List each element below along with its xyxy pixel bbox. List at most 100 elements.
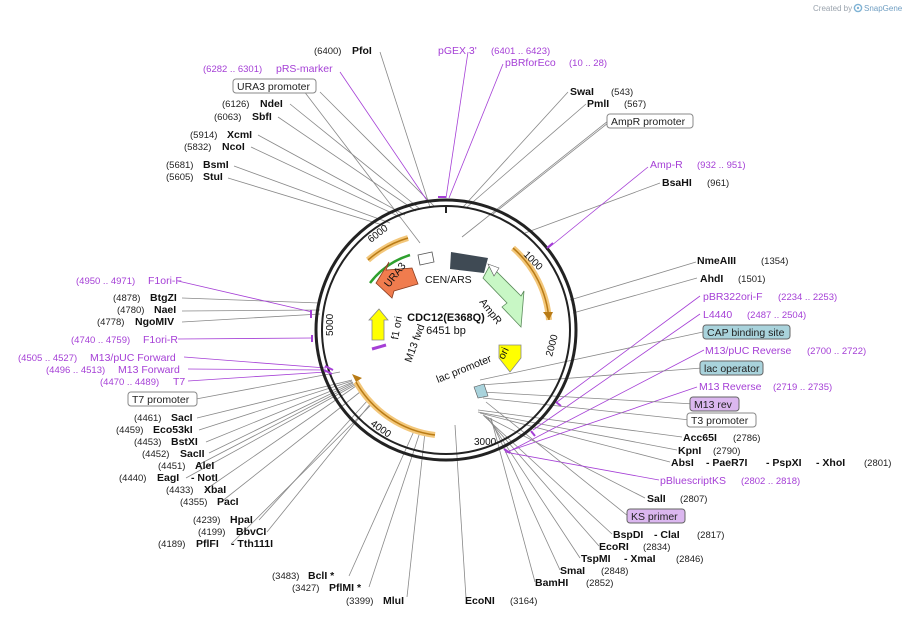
site-mlui-name: MluI [383, 595, 404, 607]
site-bamhi-pos: (2852) [586, 578, 613, 589]
ori-label: ori [496, 346, 512, 362]
primer-prs-marker-name: pRS-marker [276, 63, 333, 75]
primer-m13-forward-name: M13 Forward [118, 364, 180, 376]
site-kpni-name: KpnI [678, 445, 701, 457]
snapgene-logo [853, 3, 863, 13]
site-bsmi-name: BsmI [203, 159, 229, 171]
m13-fwd-label: M13 fwd [403, 322, 428, 364]
site-bcli-name: BclI * [308, 570, 335, 582]
site-pmli-name: PmlI [587, 98, 609, 110]
site-paer7i-name: - PaeR7I [706, 457, 748, 469]
ura3-feature[interactable] [375, 261, 419, 299]
tick-2000: 2000 [544, 333, 560, 358]
primer-l4440-name: L4440 [703, 309, 732, 321]
site-eco53ki-name: Eco53kI [153, 424, 193, 436]
ampr-feature[interactable] [482, 264, 525, 328]
site-xbai-name: XbaI [204, 484, 226, 496]
primer-m13-puc-reverse-pos: (2700 .. 2722) [807, 346, 866, 357]
site-bamhi-name: BamHI [535, 577, 568, 589]
lac-operator-label: lac operator [704, 363, 760, 375]
site-ndei-pos: (6126) [222, 99, 249, 110]
site-ndei-name: NdeI [260, 98, 283, 110]
primer-prs-marker-pos: (6282 .. 6301) [203, 64, 262, 75]
primer-m13-puc-forward-pos: (4505 .. 4527) [18, 353, 77, 364]
ks-primer-box [626, 508, 686, 524]
t7-promoter-label: T7 promoter [132, 394, 190, 406]
snapgene-brand: SnapGene [864, 4, 903, 13]
ura3-promoter-label: URA3 promoter [237, 81, 310, 93]
site-xhoi-name: - XhoI [816, 457, 845, 469]
site-xcmi-pos: (5914) [190, 130, 217, 141]
tick-5000: 5000 [325, 313, 336, 336]
site-naei-name: NaeI [154, 304, 176, 316]
site-swai-name: SwaI [570, 86, 594, 98]
site-eagi-name: EagI [157, 472, 179, 484]
site-ecori-pos: (2834) [643, 542, 670, 553]
ampr-promoter-label: AmpR promoter [611, 116, 686, 128]
primer-m13-puc-reverse-name: M13/pUC Reverse [705, 345, 792, 357]
site-sali-name: SalI [647, 493, 666, 505]
site-pflfi-name: PflFI [196, 538, 219, 550]
primer-pbrforeco-pos: (10 .. 28) [569, 58, 607, 69]
site-bspdi-pos: (2817) [697, 530, 724, 541]
site-mlui-pos: (3399) [346, 596, 373, 607]
site-ncoi-pos: (5832) [184, 142, 211, 153]
site-pfoi-pos: (6400) [314, 46, 341, 57]
site-paci-name: PacI [217, 496, 239, 508]
f1-ori-label: f1 ori [389, 315, 405, 340]
primer-leader-lines [177, 51, 705, 481]
primer-pbluescriptks-name: pBluescriptKS [660, 475, 726, 487]
plasmid-name: CDC12(E368Q) [407, 312, 485, 324]
t3-promoter-label: T3 promoter [691, 415, 749, 427]
cen-ars-feature[interactable] [450, 252, 488, 273]
primer-m13-puc-forward-name: M13/pUC Forward [90, 352, 176, 364]
m13-rev-box [689, 396, 740, 412]
lac-promoter-label: lac promoter [435, 353, 494, 386]
site-pflmi-pos: (3427) [292, 583, 319, 594]
site-eagi-pos: (4440) [119, 473, 146, 484]
primer-amp-r-name: Amp-R [650, 159, 683, 171]
cap-binding-site-box [702, 324, 791, 340]
ori-feature[interactable] [498, 344, 522, 373]
site-btgzi-name: BtgZI [150, 292, 177, 304]
leader-lines [181, 51, 698, 599]
site-ahdi-pos: (1501) [738, 274, 765, 285]
site-hpai-name: HpaI [230, 514, 253, 526]
lac-operator-box [699, 360, 764, 376]
primer-f1ori-f-name: F1ori-F [148, 275, 182, 287]
site-sbfi-pos: (6063) [214, 112, 241, 123]
ura3-promoter-box [232, 78, 317, 94]
site-absi-pos: (2801) [864, 458, 891, 469]
site-clai-name: - ClaI [654, 529, 680, 541]
site-saci-pos: (4461) [134, 413, 161, 424]
site-bsmi-pos: (5681) [166, 160, 193, 171]
site-paci-pos: (4355) [180, 497, 207, 508]
primer-pgex3-pos: (6401 .. 6423) [491, 46, 550, 57]
primer-l4440-pos: (2487 .. 2504) [747, 310, 806, 321]
site-hpai-pos: (4239) [193, 515, 220, 526]
site-sali-pos: (2807) [680, 494, 707, 505]
site-saci-name: SacI [171, 412, 193, 424]
site-tspmi-pos: (2846) [676, 554, 703, 565]
site-kpni-pos: (2790) [713, 446, 740, 457]
site-alei-name: AleI [195, 460, 214, 472]
primer-f1ori-r-name: F1ori-R [143, 334, 178, 346]
site-econi-pos: (3164) [510, 596, 537, 607]
site-smai-pos: (2848) [601, 566, 628, 577]
site-nmeaiii-name: NmeAIII [697, 255, 736, 267]
site-ncoi-name: NcoI [222, 141, 245, 153]
primer-pgex3-name: pGEX 3' [438, 45, 477, 57]
primer-pbr322ori-f-name: pBR322ori-F [703, 291, 763, 303]
f1-ori-feature[interactable] [368, 308, 389, 341]
site-bsahi-name: BsaHI [662, 177, 692, 189]
primer-f1ori-r-pos: (4740 .. 4759) [71, 335, 130, 346]
site-pspxi-name: - PspXI [766, 457, 802, 469]
primer-m13-reverse-name: M13 Reverse [699, 381, 762, 393]
tick-3000: 3000 [474, 437, 497, 448]
site-xbai-pos: (4433) [166, 485, 193, 496]
site-pflmi-name: PflMI * [329, 582, 362, 594]
ampr-promoter-box [606, 113, 694, 129]
site-stui-pos: (5605) [166, 172, 193, 183]
site-ahdi-name: AhdI [700, 273, 723, 285]
site-pflfi-pos: (4189) [158, 539, 185, 550]
